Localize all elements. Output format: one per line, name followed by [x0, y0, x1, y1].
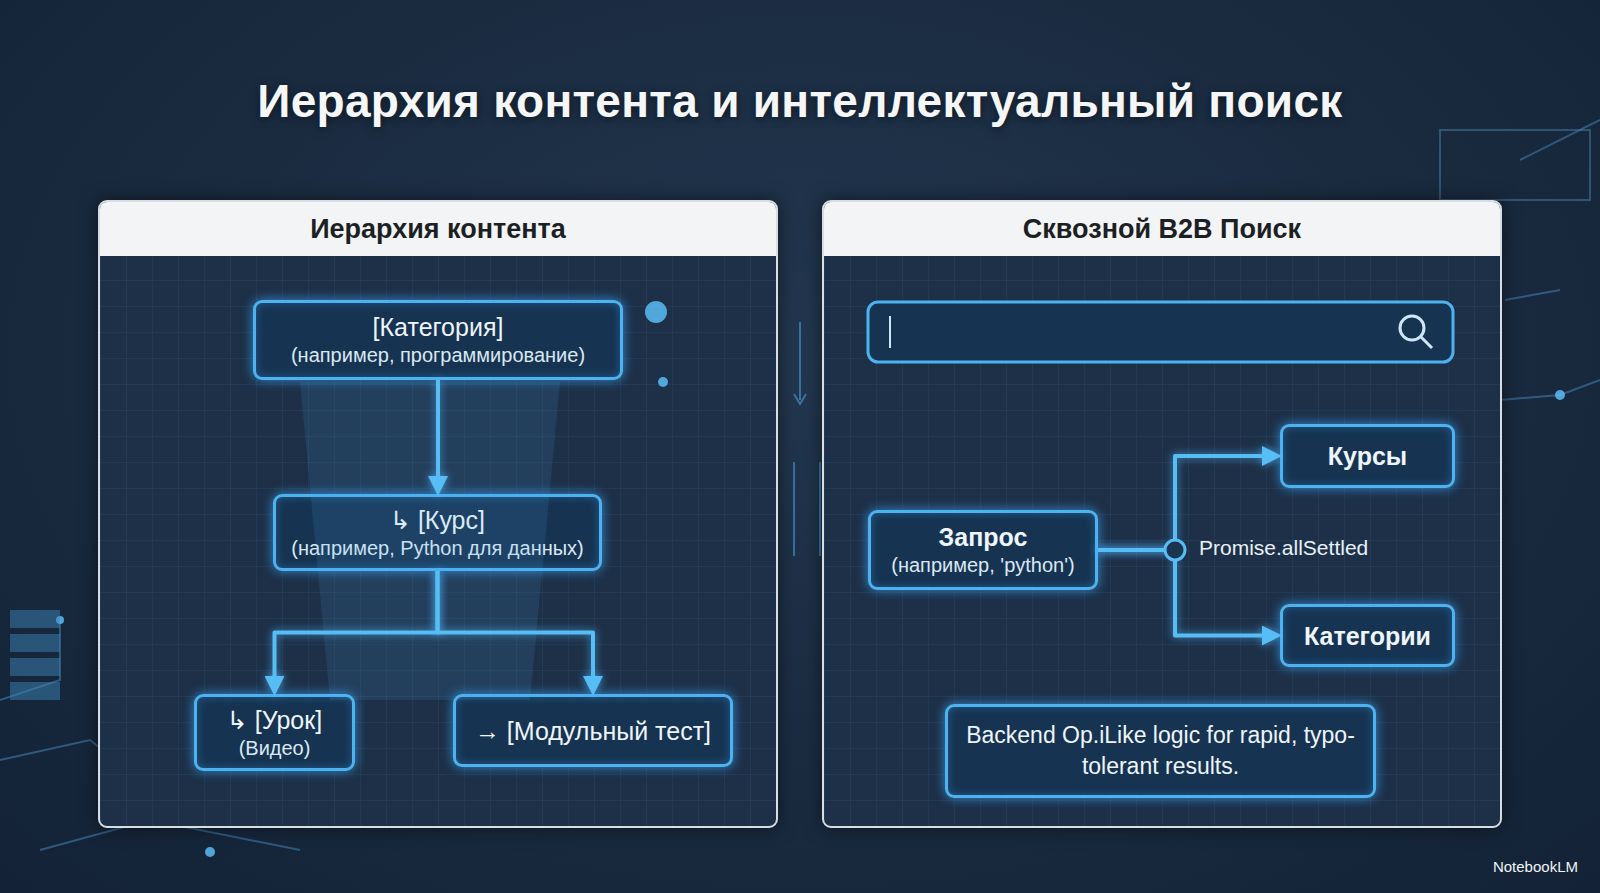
- node-heading: Курсы: [1328, 441, 1407, 471]
- watermark: NotebookLM: [1493, 858, 1578, 875]
- process-box: Backend Op.iLike logic for rapid, typo-t…: [945, 704, 1376, 798]
- node-subtext: (Видео): [239, 735, 311, 761]
- node-heading: Иерархия контента: [100, 202, 776, 256]
- node-heading: → [Модульный тест]: [475, 716, 711, 746]
- process-box: Курсы: [1280, 424, 1455, 488]
- node-heading: Категории: [1304, 621, 1431, 651]
- process-box: [Категория](например, программирование): [253, 300, 623, 380]
- panel: Иерархия контента [Категория](например, п…: [98, 200, 778, 828]
- node-heading: Запрос: [939, 522, 1028, 552]
- node-heading: ↳ [Курс]: [390, 505, 485, 535]
- edge-label: Promise.allSettled: [1199, 536, 1368, 560]
- process-box: Запрос(например, 'python'): [868, 510, 1098, 590]
- panel: Сквозной B2B ПоискЗапрос(например, 'pyth…: [822, 200, 1502, 828]
- process-box: → [Модульный тест]: [453, 694, 733, 767]
- node-subtext: (например, Python для данных): [291, 535, 584, 561]
- process-box: ↳ [Курс](например, Python для данных): [273, 494, 602, 571]
- process-box: ↳ [Урок](Видео): [194, 694, 355, 771]
- process-box: Категории: [1280, 604, 1455, 667]
- node-heading: Backend Op.iLike logic for rapid, typo-t…: [956, 720, 1365, 782]
- node-heading: ↳ [Урок]: [227, 705, 322, 735]
- node-subtext: (например, программирование): [291, 342, 585, 368]
- node-heading: Сквозной B2B Поиск: [824, 202, 1500, 256]
- node-heading: [Категория]: [373, 312, 504, 342]
- node-subtext: (например, 'python'): [891, 552, 1074, 578]
- diagram-title: Иерархия контента и интеллектуальный пои…: [0, 74, 1600, 128]
